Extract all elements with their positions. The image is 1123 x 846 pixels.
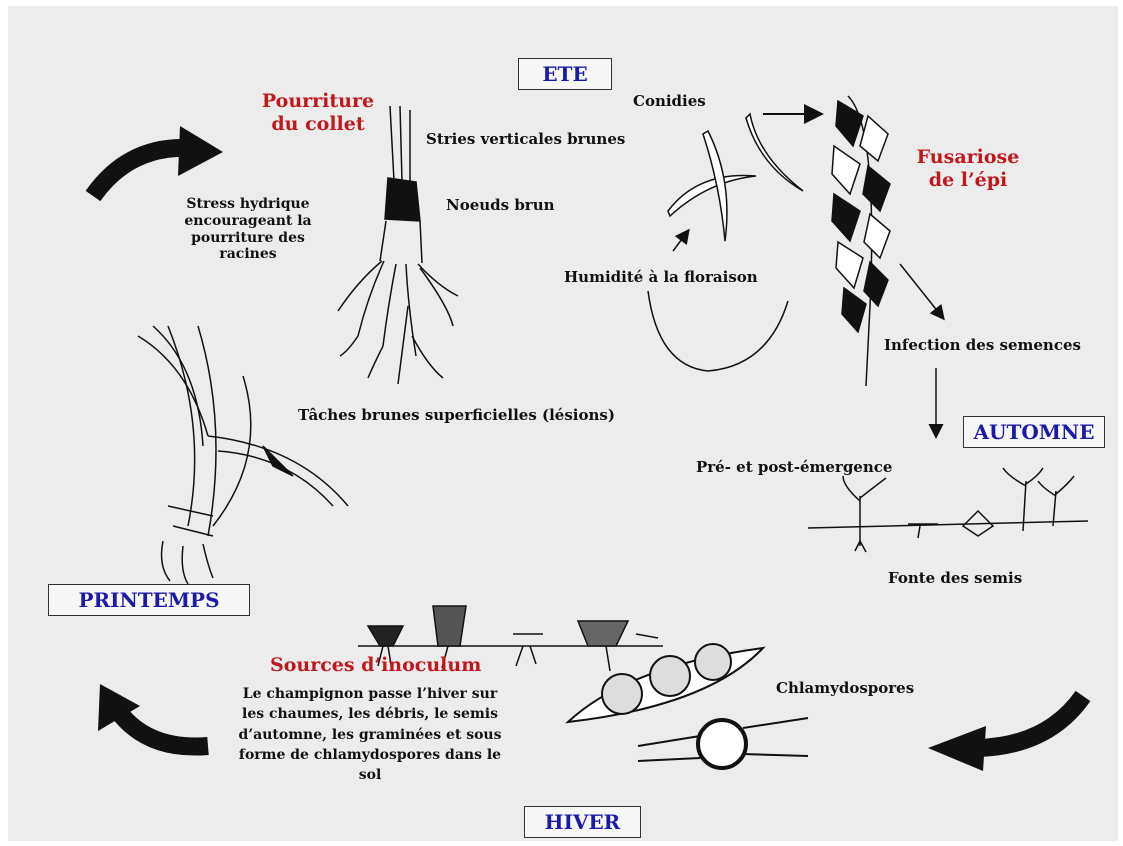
inoculum-title: Sources d’inoculum (270, 654, 481, 677)
damping-off-label: Fonte des semis (888, 569, 1022, 587)
season-autumn: AUTOMNE (963, 416, 1105, 448)
chlamydospore-icon (568, 644, 808, 768)
overwinter-label: Le champignon passe l’hiver sur les chau… (230, 684, 510, 785)
spring-plant-icon (138, 326, 348, 584)
chlamydospores-label: Chlamydospores (776, 679, 914, 697)
water-stress-label: Stress hydrique encourageant la pourritu… (173, 196, 323, 263)
cycle-arrow-bottom-left (98, 684, 208, 747)
cycle-arrow-top-left (93, 126, 223, 196)
vertical-streaks-label: Stries verticales brunes (426, 130, 625, 148)
cycle-arrow-bottom-right (928, 696, 1083, 771)
superficial-spots-label: Tâches brunes superficielles (lésions) (298, 406, 615, 424)
arrow-ear-to-seed (900, 264, 943, 318)
conidia-label: Conidies (633, 92, 706, 110)
seedlings-icon (808, 468, 1088, 552)
season-summer: ETE (518, 58, 612, 90)
wheat-ear-icon (832, 96, 890, 386)
season-winter: HIVER (524, 806, 641, 838)
head-blight-title: Fusariose de l’épi (908, 146, 1028, 192)
crown-rot-title: Pourriture du collet (258, 90, 378, 136)
seed-infection-label: Infection des semences (884, 336, 1081, 354)
emergence-label: Pré- et post-émergence (696, 458, 892, 476)
flowering-humidity-label: Humidité à la floraison (564, 268, 758, 286)
brown-nodes-label: Noeuds brun (446, 196, 555, 214)
arrow-humidity (673, 231, 688, 251)
diagram-canvas: ETE AUTOMNE HIVER PRINTEMPS Pourriture d… (8, 6, 1118, 841)
season-spring: PRINTEMPS (48, 584, 250, 616)
flowering-cycle-arc (648, 291, 788, 371)
conidia-icon (668, 114, 803, 241)
